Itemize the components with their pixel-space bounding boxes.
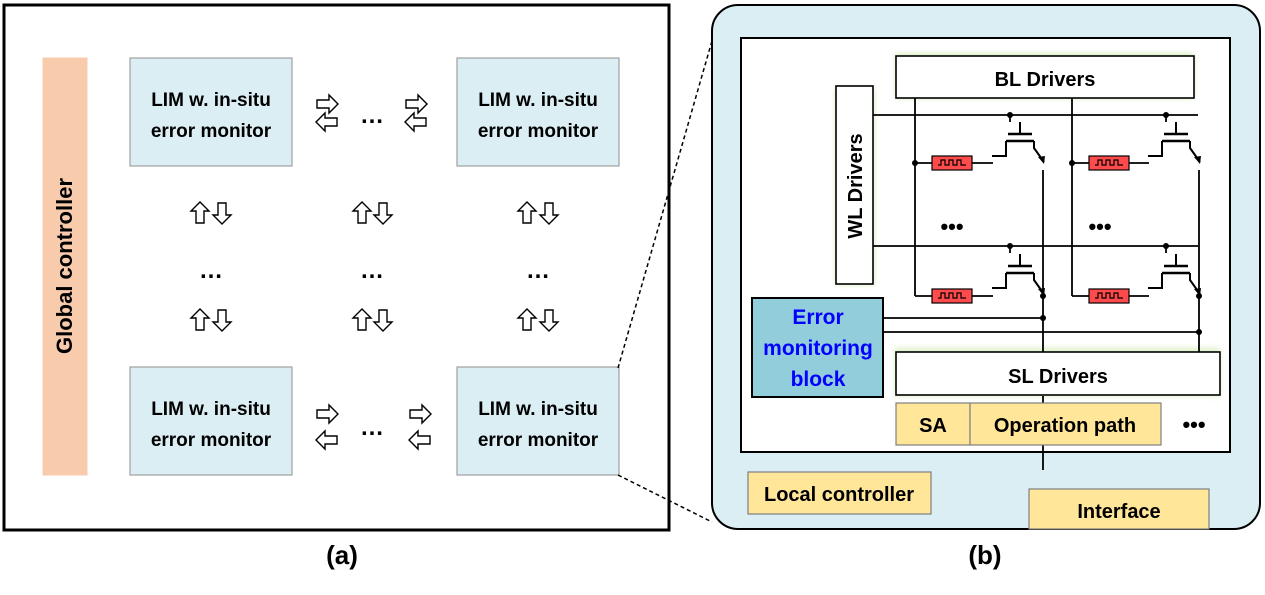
svg-text:error monitor: error monitor	[478, 121, 599, 142]
operation-path-label: Operation path	[994, 415, 1136, 437]
operation-path-block	[969, 402, 1162, 446]
ellipsis: …	[360, 257, 384, 284]
svg-text:error monitor: error monitor	[478, 430, 599, 451]
ellipsis: •••	[1182, 412, 1205, 437]
lim-tile: LIM w. in-situ error monitor	[129, 366, 293, 476]
memristor-icon	[931, 155, 973, 171]
panel-b: BL Drivers WL Drivers	[711, 4, 1261, 570]
lim-tile: LIM w. in-situ error monitor	[129, 57, 293, 167]
caption-b: (b)	[968, 540, 1001, 570]
lim-tile: LIM w. in-situ error monitor	[456, 366, 620, 476]
zoom-line	[617, 19, 719, 369]
sl-drivers-label: SL Drivers	[1008, 366, 1108, 388]
global-controller	[42, 57, 88, 476]
crossbar-wires	[873, 98, 1200, 470]
ellipsis: …	[199, 257, 223, 284]
global-controller-label: Global controller	[52, 178, 77, 354]
error-block-line: Error	[792, 306, 843, 329]
bl-drivers-label: BL Drivers	[995, 69, 1096, 91]
caption-a: (a)	[326, 540, 358, 570]
interface-label: Interface	[1077, 501, 1160, 523]
wl-drivers	[835, 85, 874, 285]
memristor-icon	[1088, 288, 1130, 304]
interface-block	[1028, 488, 1210, 530]
ellipsis: •••	[1088, 214, 1111, 239]
ellipsis: …	[360, 102, 384, 129]
bl-drivers	[895, 55, 1195, 99]
lim-tile: LIM w. in-situ error monitor	[456, 57, 620, 167]
ellipsis: …	[526, 257, 550, 284]
ellipsis: •••	[940, 214, 963, 239]
error-block-line: block	[791, 368, 846, 391]
ellipsis: …	[360, 414, 384, 441]
panel-a: Global controller LIM w. in-situ error m…	[2, 3, 671, 570]
wl-drivers-label: WL Drivers	[845, 133, 867, 238]
svg-text:LIM w. in-situ: LIM w. in-situ	[478, 90, 598, 111]
error-block-line: monitoring	[763, 337, 873, 360]
memristor-icon	[1088, 155, 1130, 171]
sl-drivers	[895, 351, 1221, 396]
svg-text:error monitor: error monitor	[151, 121, 272, 142]
svg-text:LIM w. in-situ: LIM w. in-situ	[151, 399, 271, 420]
memristor-icon	[931, 288, 973, 304]
local-controller	[747, 471, 932, 515]
sa-label: SA	[919, 415, 947, 437]
svg-text:error monitor: error monitor	[151, 430, 272, 451]
zoom-line	[617, 474, 713, 523]
error-monitoring-block	[751, 297, 884, 398]
sa-block	[895, 402, 971, 446]
svg-text:LIM w. in-situ: LIM w. in-situ	[151, 90, 271, 111]
svg-text:LIM w. in-situ: LIM w. in-situ	[478, 399, 598, 420]
local-controller-label: Local controller	[764, 484, 914, 506]
